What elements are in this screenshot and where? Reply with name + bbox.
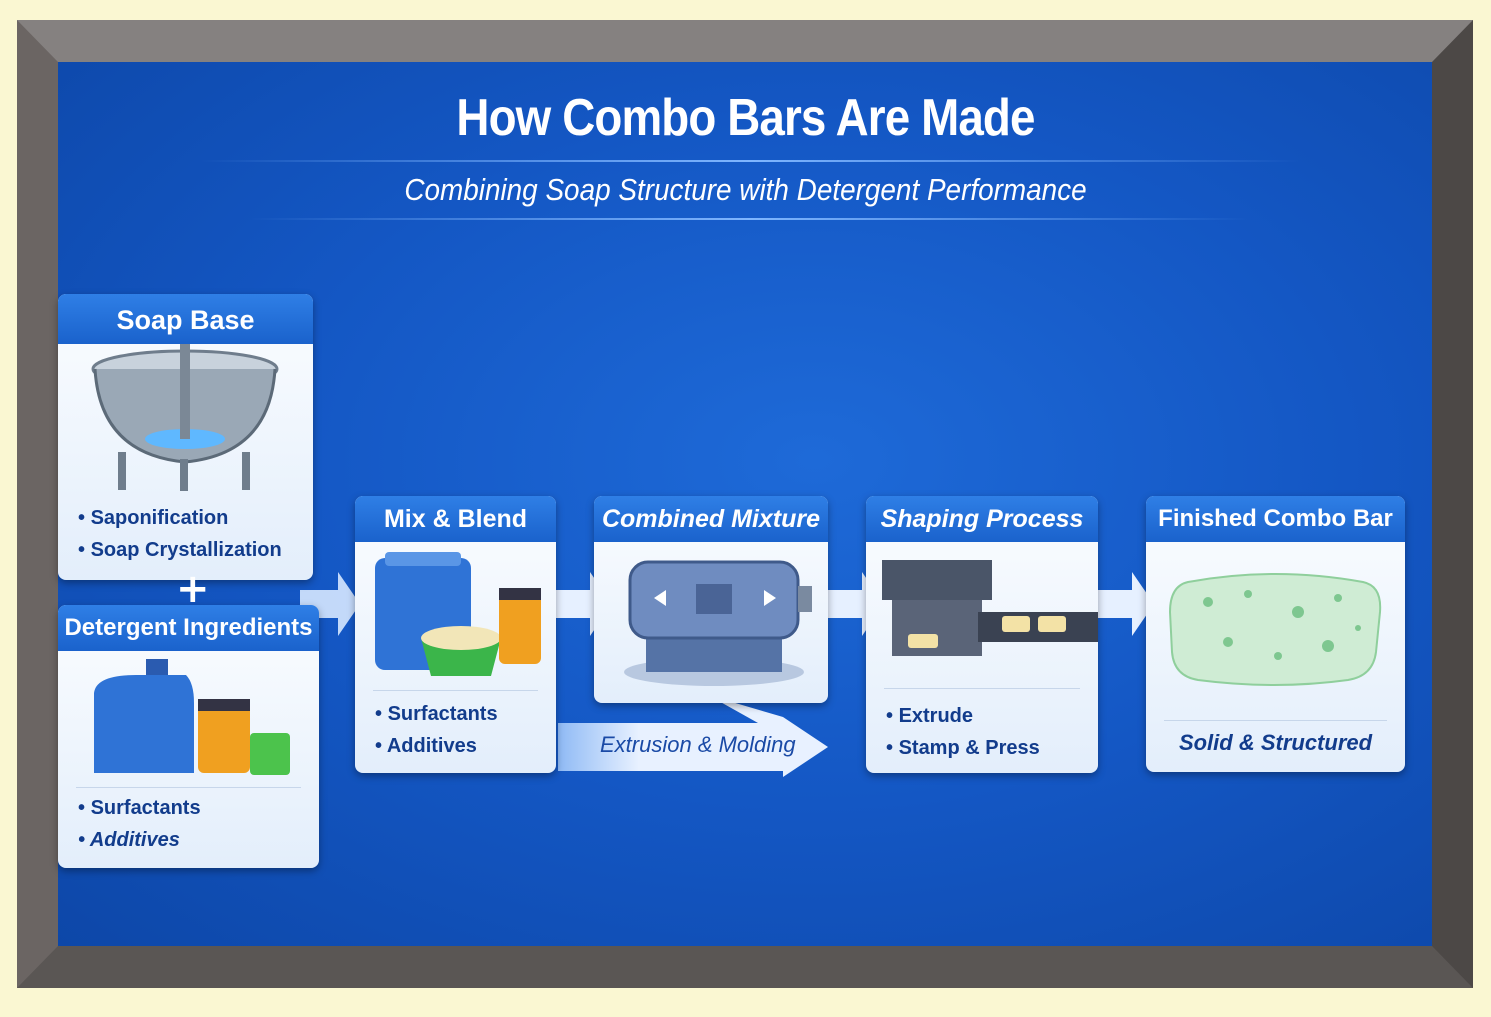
detergent-bottles-icon (94, 659, 290, 775)
soap-base-title: Soap Base (58, 294, 313, 344)
soap-bar-icon (1168, 573, 1382, 686)
subtitle: Combining Soap Structure with Detergent … (404, 172, 1087, 207)
finished-bar-caption: Solid & Structured (1178, 730, 1373, 755)
finished-bar-card: Finished Combo Bar Solid & Structured (1146, 496, 1405, 772)
mix-blend-title: Mix & Blend (355, 496, 556, 542)
divider-bottom (250, 218, 1250, 220)
mixing-containers-icon (375, 552, 541, 676)
shaping-process-card: Shaping Process Extrude Stamp & Press (866, 496, 1098, 773)
picture-frame (17, 20, 1473, 988)
list-item: Additives (78, 824, 201, 856)
shaping-process-title: Shaping Process (866, 496, 1098, 542)
press-machine-icon (882, 560, 1098, 656)
divider-top (200, 160, 1300, 162)
list-item: Surfactants (78, 792, 201, 824)
arrow-to-finished-icon (1094, 572, 1154, 636)
list-item: Surfactants (375, 698, 498, 730)
shaping-process-list: Extrude Stamp & Press (886, 700, 1040, 764)
extrusion-arrow-icon (558, 695, 828, 777)
list-item: Additives (375, 730, 498, 762)
plus-icon: + (176, 566, 210, 612)
mix-blend-list: Surfactants Additives (375, 698, 498, 762)
mix-blend-card: Mix & Blend Surfactants Additives (355, 496, 556, 773)
detergent-list: Surfactants Additives (78, 792, 201, 856)
list-item: Extrude (886, 700, 1040, 732)
extrusion-label: Extrusion & Molding (600, 732, 796, 757)
finished-bar-title: Finished Combo Bar (1146, 496, 1405, 542)
page-title: How Combo Bars Are Made (456, 89, 1035, 147)
list-item: Stamp & Press (886, 732, 1040, 764)
detergent-card: Detergent Ingredients Surfactants Additi… (58, 605, 319, 868)
combined-mixture-card: Combined Mixture (594, 496, 828, 703)
arrow-to-mix-icon (300, 572, 360, 636)
mixer-machine-icon (624, 560, 812, 686)
list-item: Soap Crystallization (78, 534, 282, 566)
mixing-kettle-icon (91, 344, 279, 491)
detergent-title: Detergent Ingredients (58, 605, 319, 651)
list-item: Saponification (78, 502, 282, 534)
combined-mixture-title: Combined Mixture (594, 496, 828, 542)
soap-base-list: Saponification Soap Crystallization (78, 502, 282, 566)
soap-base-card: Soap Base Saponification Soap Crystalliz… (58, 294, 313, 580)
